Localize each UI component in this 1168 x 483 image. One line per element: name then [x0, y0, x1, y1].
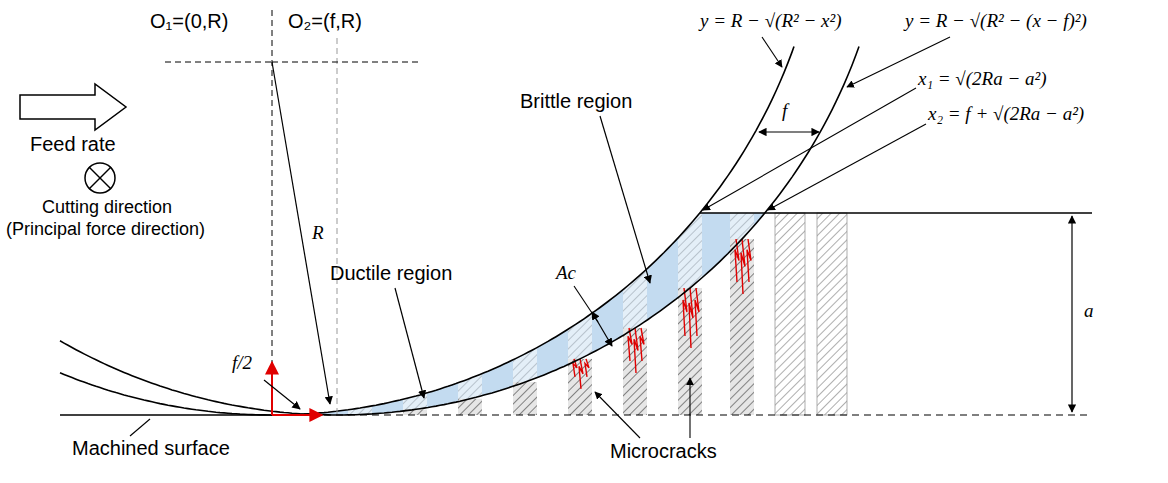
leader	[395, 288, 424, 398]
leader	[600, 116, 650, 283]
center-line	[165, 62, 272, 63]
surface-dash	[300, 414, 1090, 415]
feed-dimension	[759, 131, 819, 132]
center-label: O₂=(f,R)	[288, 10, 362, 33]
center-line	[272, 10, 273, 415]
feed-arrow	[20, 84, 126, 130]
leader	[689, 378, 690, 438]
depth-dimension	[1071, 216, 1072, 412]
center-label: O₁=(0,R)	[150, 10, 228, 33]
leader	[595, 392, 640, 438]
hatched-bars	[348, 213, 847, 415]
region-label: Ductile region	[330, 262, 452, 285]
hatched-bar	[623, 328, 647, 415]
hatched-bar	[568, 359, 592, 415]
hatched-bar	[513, 382, 537, 415]
band-slice	[403, 200, 427, 420]
microcrack	[747, 239, 751, 282]
microcrack	[689, 288, 693, 348]
microcrack	[579, 359, 583, 389]
bar-outline	[817, 213, 847, 415]
leader	[130, 419, 150, 436]
leader	[768, 124, 926, 210]
into-page-symbol	[85, 163, 115, 193]
equation-label: x₂ = f + √(2Ra − a²)	[928, 103, 1084, 125]
axis-arrow	[272, 414, 322, 416]
axis-arrow	[271, 362, 273, 415]
microcrack	[634, 328, 638, 373]
direction-label: Cutting direction	[42, 197, 172, 218]
hatched-bar	[730, 239, 754, 415]
microcrack	[640, 328, 644, 361]
hatched-bar	[775, 213, 805, 415]
region-label: Brittle region	[520, 90, 632, 113]
band-slice	[513, 200, 537, 420]
microcrack	[683, 288, 687, 336]
feed-label: Feed rate	[30, 133, 116, 156]
band-slice	[817, 200, 847, 420]
band-slice	[568, 200, 592, 420]
leader	[264, 380, 300, 409]
callout-label: Microcracks	[610, 440, 717, 463]
radius-label: R	[312, 222, 324, 244]
area-label: Ac	[556, 262, 576, 284]
center-line	[272, 62, 420, 63]
microcrack	[695, 288, 699, 336]
equation-label: x₁ = √(2Ra − a²)	[918, 68, 1047, 90]
depth-line	[700, 212, 1092, 214]
direction-label: (Principal force direction)	[6, 219, 205, 240]
dimension-label: f	[782, 100, 787, 122]
microcrack	[741, 239, 745, 294]
dimension-label: a	[1084, 300, 1094, 322]
equation-label: y = R − √(R² − (x − f)²)	[905, 10, 1087, 32]
microcrack	[585, 359, 589, 377]
dimension-label: f/2	[232, 352, 252, 374]
radius-arrow	[272, 62, 330, 404]
band-slice	[730, 200, 754, 420]
equation-label: y = R − √(R² − x²)	[700, 10, 842, 32]
band-slice	[458, 200, 482, 420]
band-slice	[348, 200, 372, 420]
thickness-arrow	[592, 312, 612, 346]
center-line	[337, 38, 338, 415]
bar-outline	[775, 213, 805, 415]
surface-label: Machined surface	[72, 437, 230, 460]
leader	[703, 88, 916, 210]
microcracks	[573, 239, 751, 389]
hatched-bar	[817, 213, 847, 415]
band-slice	[775, 200, 805, 420]
leader	[762, 37, 782, 67]
